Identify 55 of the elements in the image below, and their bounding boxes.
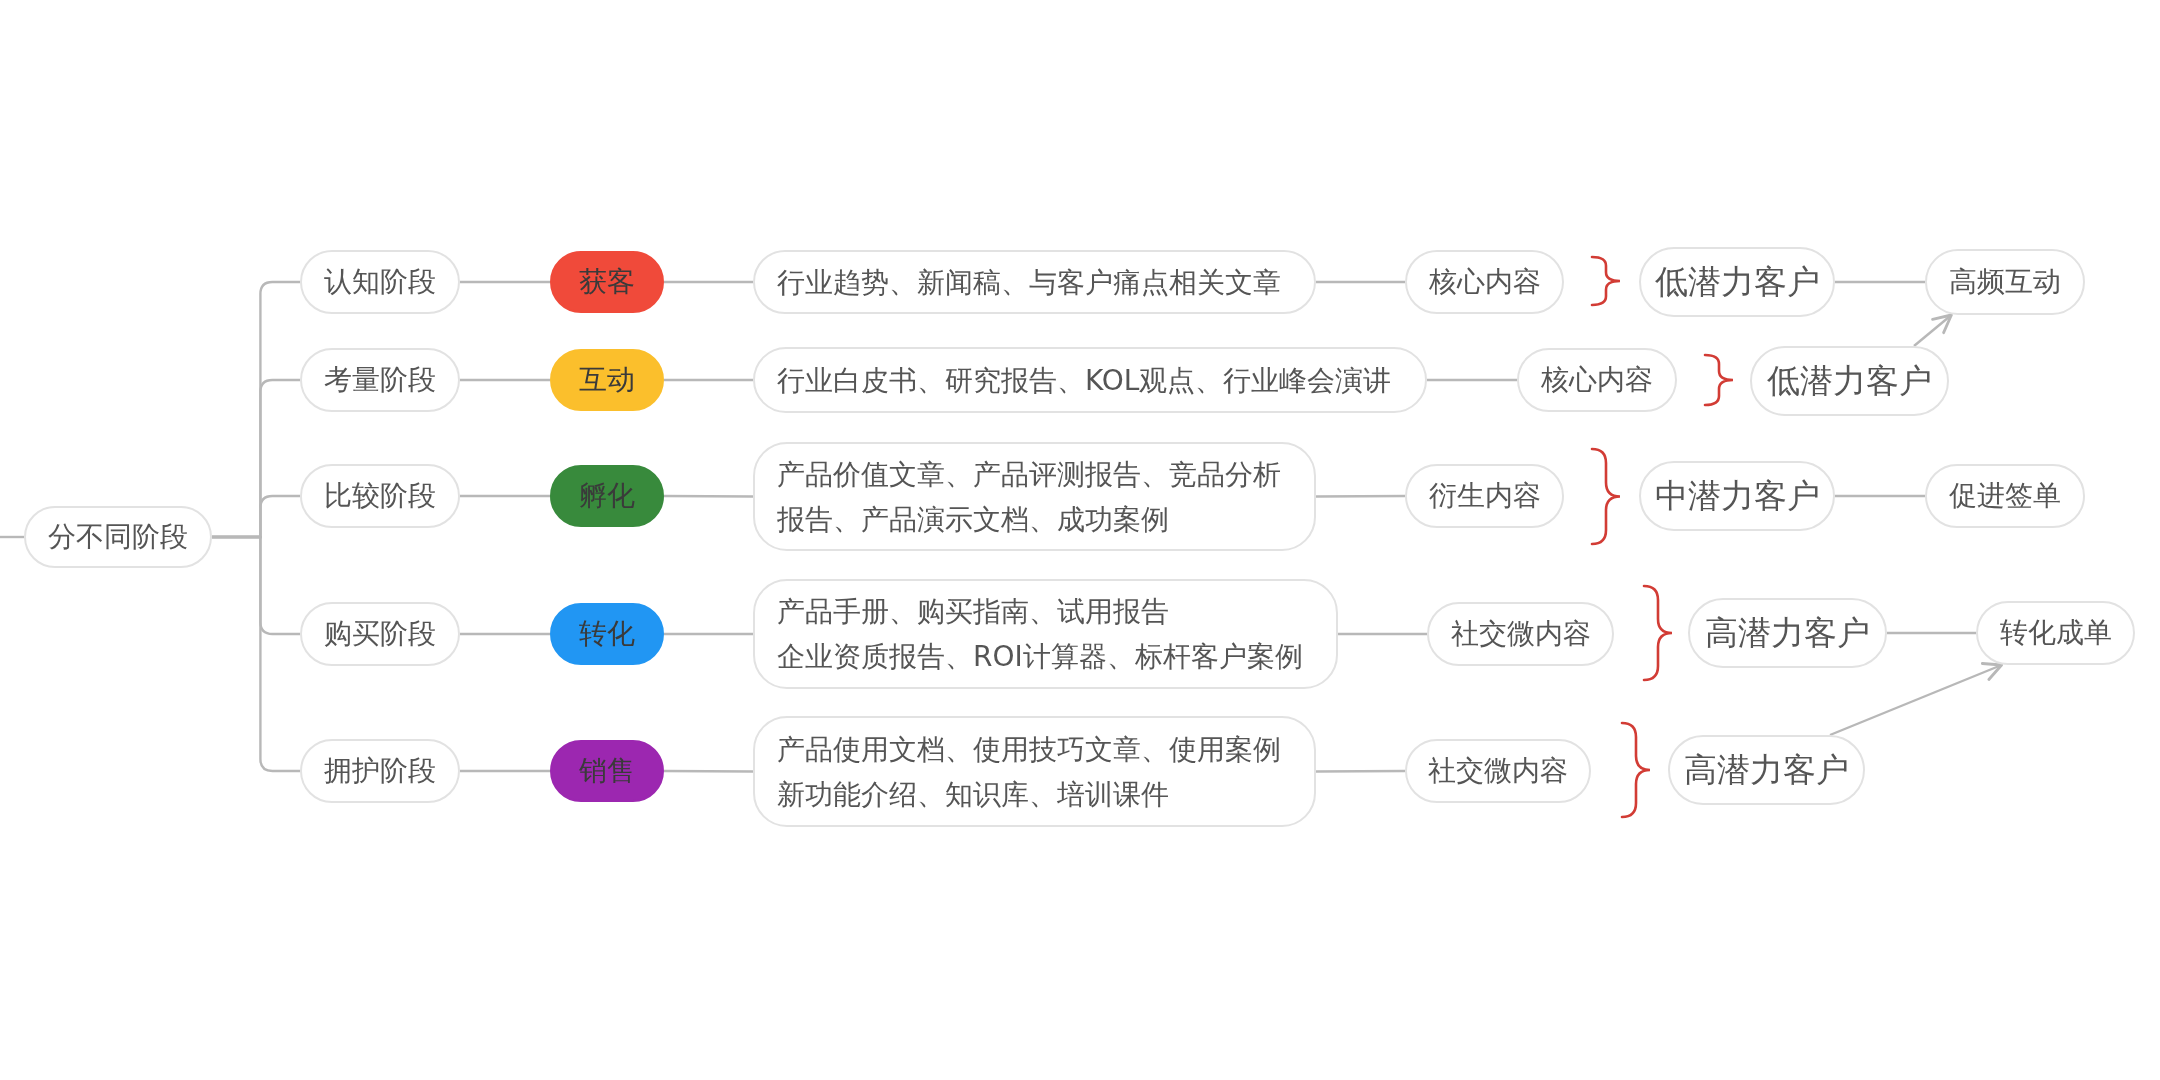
tag-pill: 销售: [550, 740, 664, 802]
label-pill: 核心内容: [1405, 250, 1564, 314]
connector-line: [664, 280, 753, 284]
content-text: 产品手册、购买指南、试用报告: [777, 594, 1169, 630]
stage-pill: 考量阶段: [300, 348, 460, 412]
connector-line: [460, 378, 550, 382]
connector-line: [1338, 632, 1427, 636]
customer-pill: 高潜力客户: [1668, 735, 1865, 805]
connector-line: [1316, 280, 1405, 284]
connector-line: [460, 632, 550, 636]
connector-line: [664, 378, 753, 382]
outcome-pill: 高频互动: [1925, 249, 2085, 315]
content-text: 企业资质报告、ROI计算器、标杆客户案例: [777, 639, 1303, 675]
label-pill: 衍生内容: [1405, 464, 1564, 528]
connector-line: [1835, 280, 1925, 284]
tag-pill: 孵化: [550, 465, 664, 527]
connector-line: [460, 280, 550, 284]
connector-line: [1887, 631, 1976, 635]
content-text: 产品使用文档、使用技巧文章、使用案例: [777, 731, 1281, 768]
content-box: [753, 716, 1316, 827]
content-box: 行业白皮书、研究报告、KOL观点、行业峰会演讲: [753, 347, 1427, 413]
outcome-pill: 转化成单: [1976, 601, 2135, 665]
outcome-pill: 促进签单: [1925, 464, 2085, 528]
connector-line: [460, 769, 550, 773]
content-box: [753, 579, 1338, 689]
label-pill: 社交微内容: [1427, 602, 1614, 666]
stage-pill: 比较阶段: [300, 464, 460, 528]
label-pill: 核心内容: [1517, 348, 1677, 412]
stage-pill: 认知阶段: [300, 250, 460, 314]
topic-pill: 分不同阶段: [24, 506, 212, 568]
connector-line: [212, 535, 300, 773]
connector-line: [1427, 378, 1517, 382]
customer-pill: 高潜力客户: [1688, 598, 1887, 668]
content-text: 新功能介绍、知识库、培训课件: [777, 776, 1169, 813]
label-pill: 社交微内容: [1405, 739, 1591, 803]
connector-line: [664, 769, 753, 773]
arrow: [1913, 313, 1953, 347]
content-box: 产品价值文章、产品评测报告、竞品分析报告、产品演示文档、成功案例: [753, 442, 1316, 551]
content-box: 行业趋势、新闻稿、与客户痛点相关文章: [753, 250, 1316, 314]
connector-line: [664, 632, 753, 636]
customer-pill: 中潜力客户: [1639, 461, 1835, 531]
arrow: [1829, 662, 2003, 737]
connector-line: [460, 494, 550, 498]
tag-pill: 获客: [550, 251, 664, 313]
connector-line: [1316, 494, 1405, 498]
connector-line: [664, 494, 753, 498]
connector-line: [0, 535, 24, 539]
customer-pill: 低潜力客户: [1639, 247, 1835, 317]
connector-line: [1316, 769, 1405, 773]
connector-line: [1835, 494, 1925, 498]
stage-pill: 拥护阶段: [300, 739, 460, 803]
stage-pill: 购买阶段: [300, 602, 460, 666]
customer-pill: 低潜力客户: [1750, 346, 1949, 416]
tag-pill: 互动: [550, 349, 664, 411]
tag-pill: 转化: [550, 603, 664, 665]
